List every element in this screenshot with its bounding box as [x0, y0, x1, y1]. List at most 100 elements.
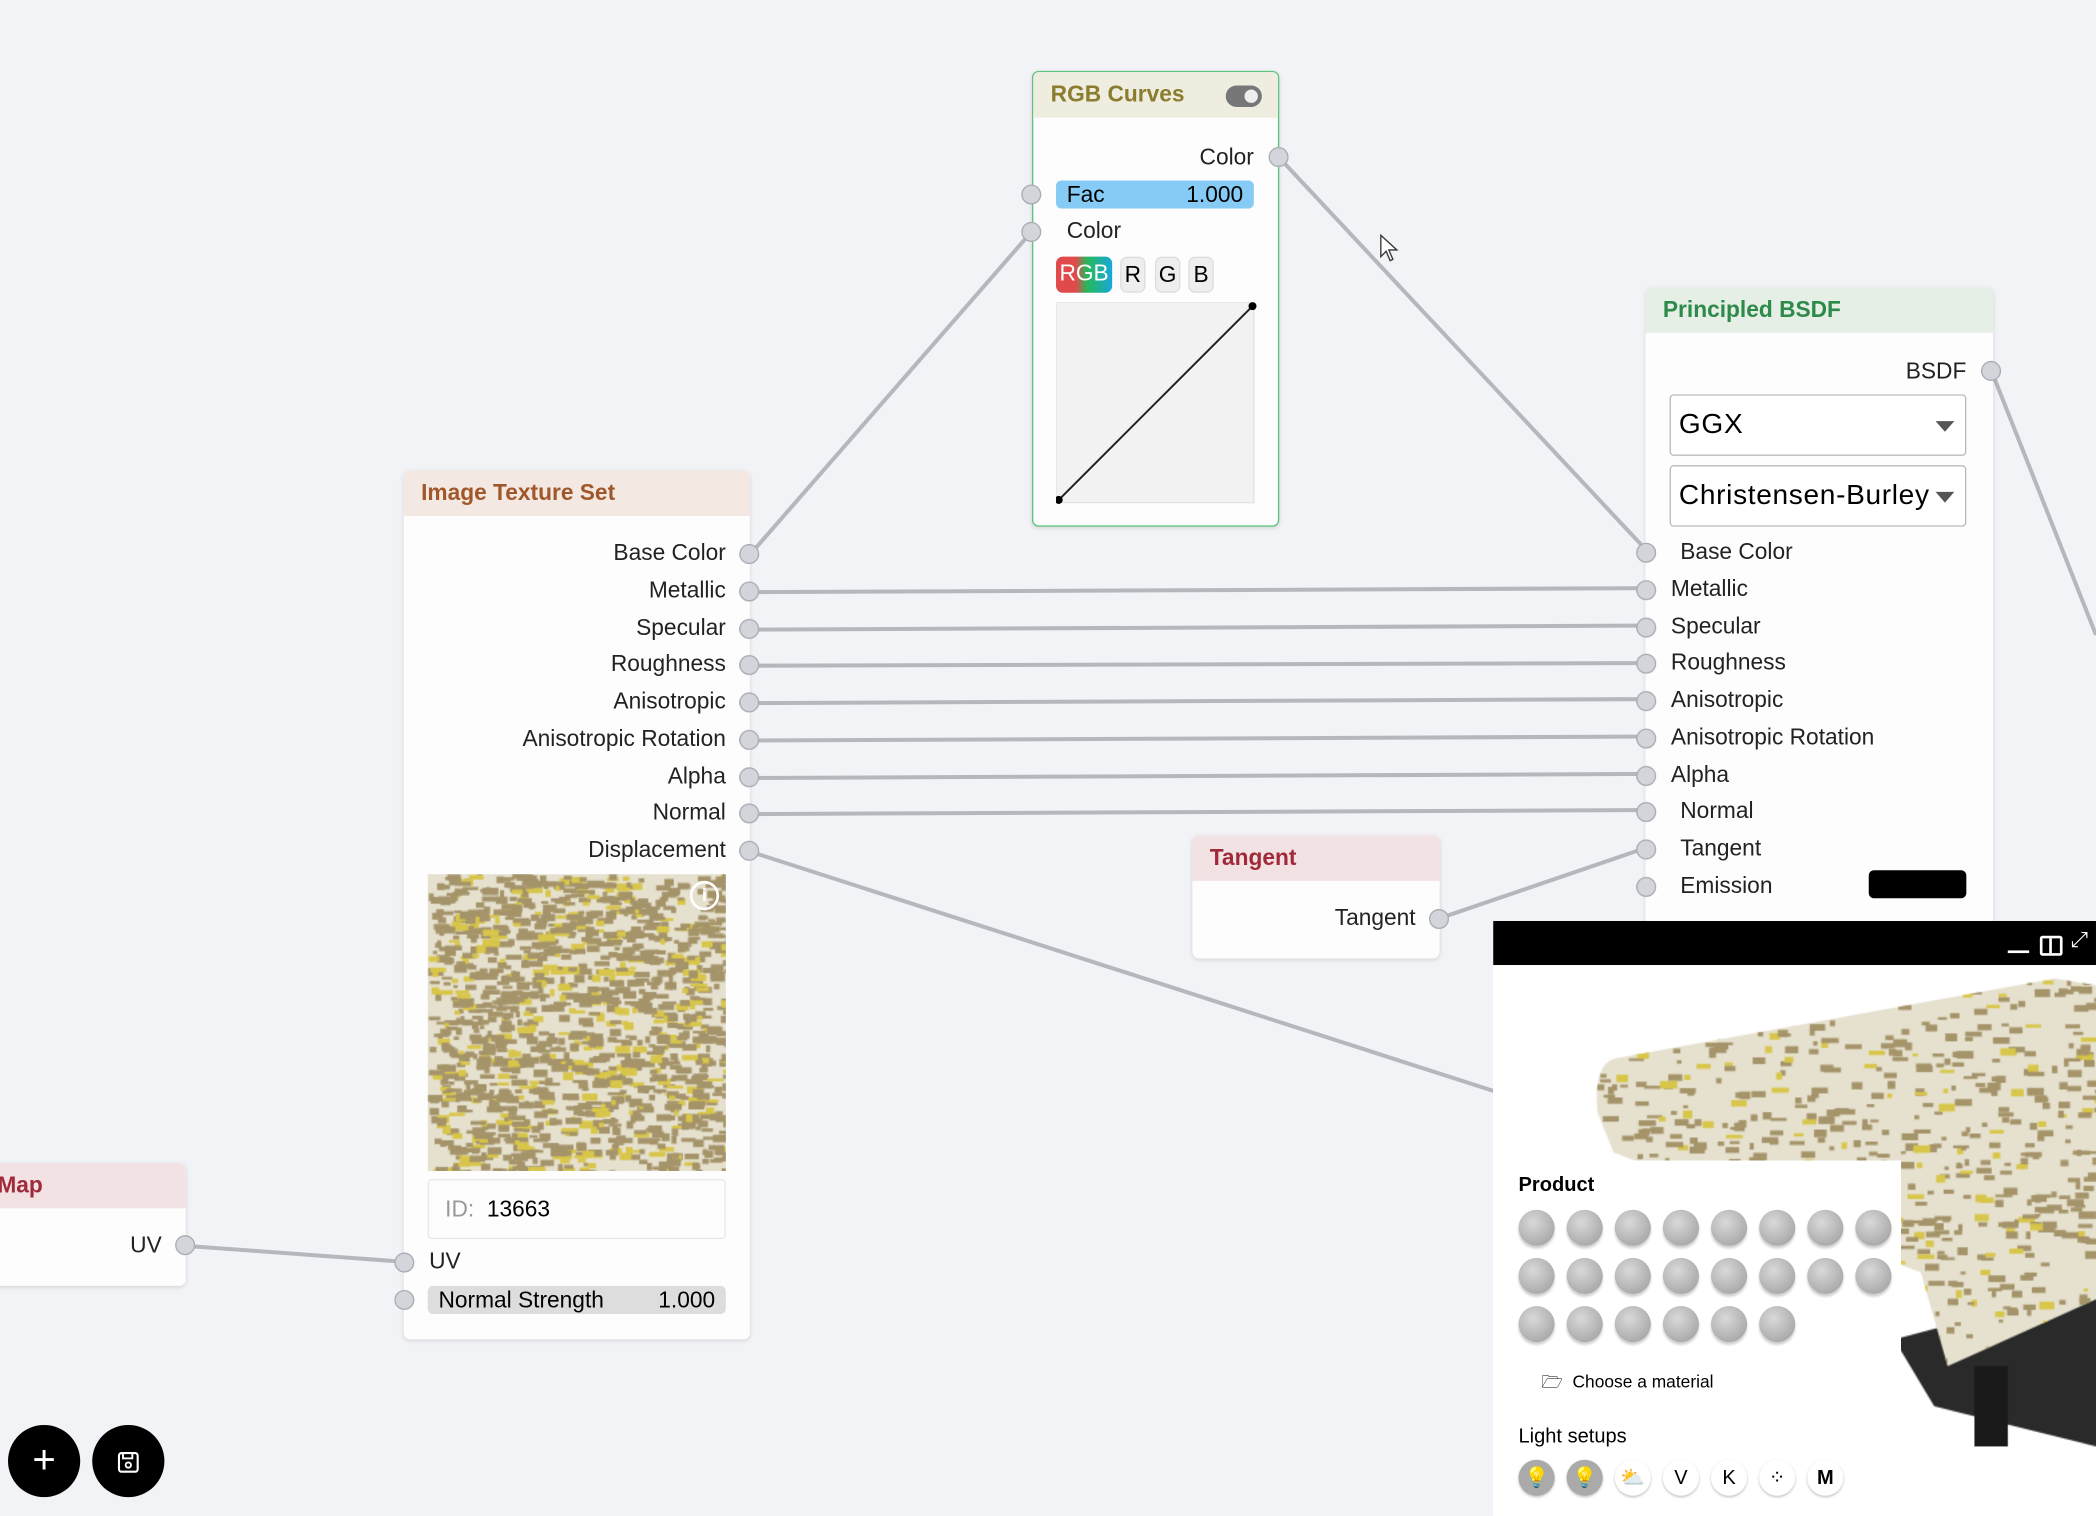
socket-input-uv[interactable]: [394, 1252, 415, 1273]
socket-output[interactable]: [739, 655, 760, 676]
socket-output[interactable]: [739, 803, 760, 824]
emission-color-swatch[interactable]: [1868, 870, 1967, 899]
output-label: Base Color: [613, 540, 726, 566]
socket-input-normal-strength[interactable]: [394, 1289, 415, 1310]
socket-input[interactable]: [1636, 802, 1657, 823]
light-setup-button[interactable]: 💡: [1566, 1459, 1603, 1496]
product-thumbnail[interactable]: [1807, 1257, 1844, 1294]
socket-input[interactable]: [1636, 765, 1657, 786]
socket-input[interactable]: [1636, 728, 1657, 749]
light-setup-button[interactable]: M: [1807, 1459, 1844, 1496]
node-title: Map: [0, 1162, 186, 1209]
socket-output-tangent[interactable]: [1428, 908, 1450, 930]
distribution-select[interactable]: GGX: [1669, 394, 1967, 456]
socket-output[interactable]: [739, 729, 760, 750]
info-icon[interactable]: i: [689, 880, 720, 911]
channel-b-button[interactable]: B: [1188, 256, 1214, 293]
socket-input[interactable]: [1636, 579, 1657, 600]
light-setup-button[interactable]: K: [1711, 1459, 1748, 1496]
node-title: Principled BSDF: [1645, 287, 1994, 333]
socket-input[interactable]: [1636, 876, 1657, 897]
product-thumbnail[interactable]: [1566, 1305, 1603, 1343]
map-node[interactable]: Map UV: [0, 1162, 186, 1286]
light-setups-label: Light setups: [1518, 1424, 1627, 1448]
product-thumbnail[interactable]: [1807, 1209, 1844, 1246]
product-thumbnail[interactable]: [1711, 1305, 1748, 1343]
product-thumbnail[interactable]: [1614, 1305, 1651, 1343]
split-view-icon[interactable]: [2039, 935, 2063, 956]
product-thumbnail[interactable]: [1759, 1209, 1796, 1246]
texture-preview[interactable]: [427, 874, 726, 1171]
socket-input[interactable]: [1636, 542, 1657, 563]
light-setup-button[interactable]: ⛅: [1614, 1459, 1651, 1496]
add-node-button[interactable]: +: [8, 1424, 81, 1498]
channel-g-button[interactable]: G: [1154, 256, 1181, 293]
input-label: Anisotropic Rotation: [1670, 724, 1875, 750]
socket-input[interactable]: [1636, 653, 1657, 675]
curve-point: [1248, 302, 1257, 311]
input-label: Normal: [1680, 798, 1754, 824]
mute-toggle[interactable]: [1225, 85, 1262, 107]
light-setup-button[interactable]: ⁘: [1759, 1459, 1796, 1496]
minimize-icon[interactable]: [2007, 950, 2030, 954]
output-label: Roughness: [610, 651, 726, 677]
3d-viewer-window[interactable]: ⤢ Product 🗁 Choose a material Light setu…: [1493, 921, 2096, 1516]
input-label: Alpha: [1670, 761, 1730, 787]
socket-output-color[interactable]: [1268, 147, 1289, 168]
save-button[interactable]: [92, 1424, 165, 1498]
product-thumbnail[interactable]: [1566, 1257, 1603, 1294]
socket-input-fac[interactable]: [1021, 184, 1042, 205]
socket-input[interactable]: [1636, 839, 1657, 860]
distribution-value: GGX: [1678, 409, 1744, 440]
socket-output-bsdf[interactable]: [1981, 360, 2002, 381]
product-thumbnail[interactable]: [1855, 1257, 1892, 1294]
product-thumbnail[interactable]: [1614, 1257, 1651, 1294]
folder-icon: 🗁: [1541, 1371, 1563, 1392]
socket-output-uv[interactable]: [175, 1235, 196, 1256]
socket-output[interactable]: [739, 766, 760, 787]
expand-icon[interactable]: ⤢: [2070, 929, 2088, 952]
subsurface-method-select[interactable]: Christensen-Burley: [1669, 465, 1967, 527]
product-thumbnail[interactable]: [1662, 1257, 1699, 1294]
product-thumbnail[interactable]: [1566, 1209, 1603, 1246]
viewer-titlebar: ⤢: [1493, 921, 2096, 966]
socket-output[interactable]: [739, 692, 760, 713]
socket-output[interactable]: [739, 544, 760, 565]
subsurface-value: Christensen-Burley: [1678, 479, 1930, 511]
wire-curves-to-basecolor: [1277, 156, 1649, 553]
product-thumbnail[interactable]: [1711, 1257, 1748, 1294]
principled-bsdf-node[interactable]: Principled BSDF BSDF GGX Christensen-Bur…: [1645, 287, 1994, 930]
light-setup-button[interactable]: V: [1662, 1459, 1699, 1496]
product-thumbnail[interactable]: [1518, 1305, 1555, 1343]
channel-rgb-button[interactable]: RGB: [1056, 256, 1113, 293]
light-setup-button[interactable]: 💡: [1518, 1459, 1555, 1496]
curve-graph[interactable]: [1056, 302, 1257, 505]
channel-r-button[interactable]: R: [1120, 256, 1146, 293]
product-thumbnail[interactable]: [1662, 1209, 1699, 1246]
uv-label: UV: [429, 1248, 461, 1274]
product-thumbnail[interactable]: [1614, 1209, 1651, 1246]
id-field[interactable]: ID: 13663: [427, 1178, 726, 1240]
socket-output[interactable]: [739, 840, 760, 861]
product-thumbnail[interactable]: [1855, 1209, 1892, 1246]
product-thumbnail[interactable]: [1518, 1257, 1555, 1294]
socket-output[interactable]: [739, 581, 760, 602]
choose-material-button[interactable]: 🗁 Choose a material: [1541, 1370, 1713, 1399]
product-thumbnail[interactable]: [1711, 1209, 1748, 1246]
socket-output[interactable]: [739, 618, 760, 639]
socket-input-color[interactable]: [1021, 221, 1042, 242]
product-thumbnail[interactable]: [1759, 1305, 1796, 1343]
id-value: 13663: [486, 1196, 551, 1222]
tangent-node[interactable]: Tangent Tangent: [1192, 835, 1440, 959]
product-thumbnail[interactable]: [1518, 1209, 1555, 1246]
product-thumbnail[interactable]: [1759, 1257, 1796, 1294]
product-thumbnail[interactable]: [1662, 1305, 1699, 1343]
socket-input[interactable]: [1636, 616, 1657, 637]
socket-input[interactable]: [1636, 691, 1657, 712]
